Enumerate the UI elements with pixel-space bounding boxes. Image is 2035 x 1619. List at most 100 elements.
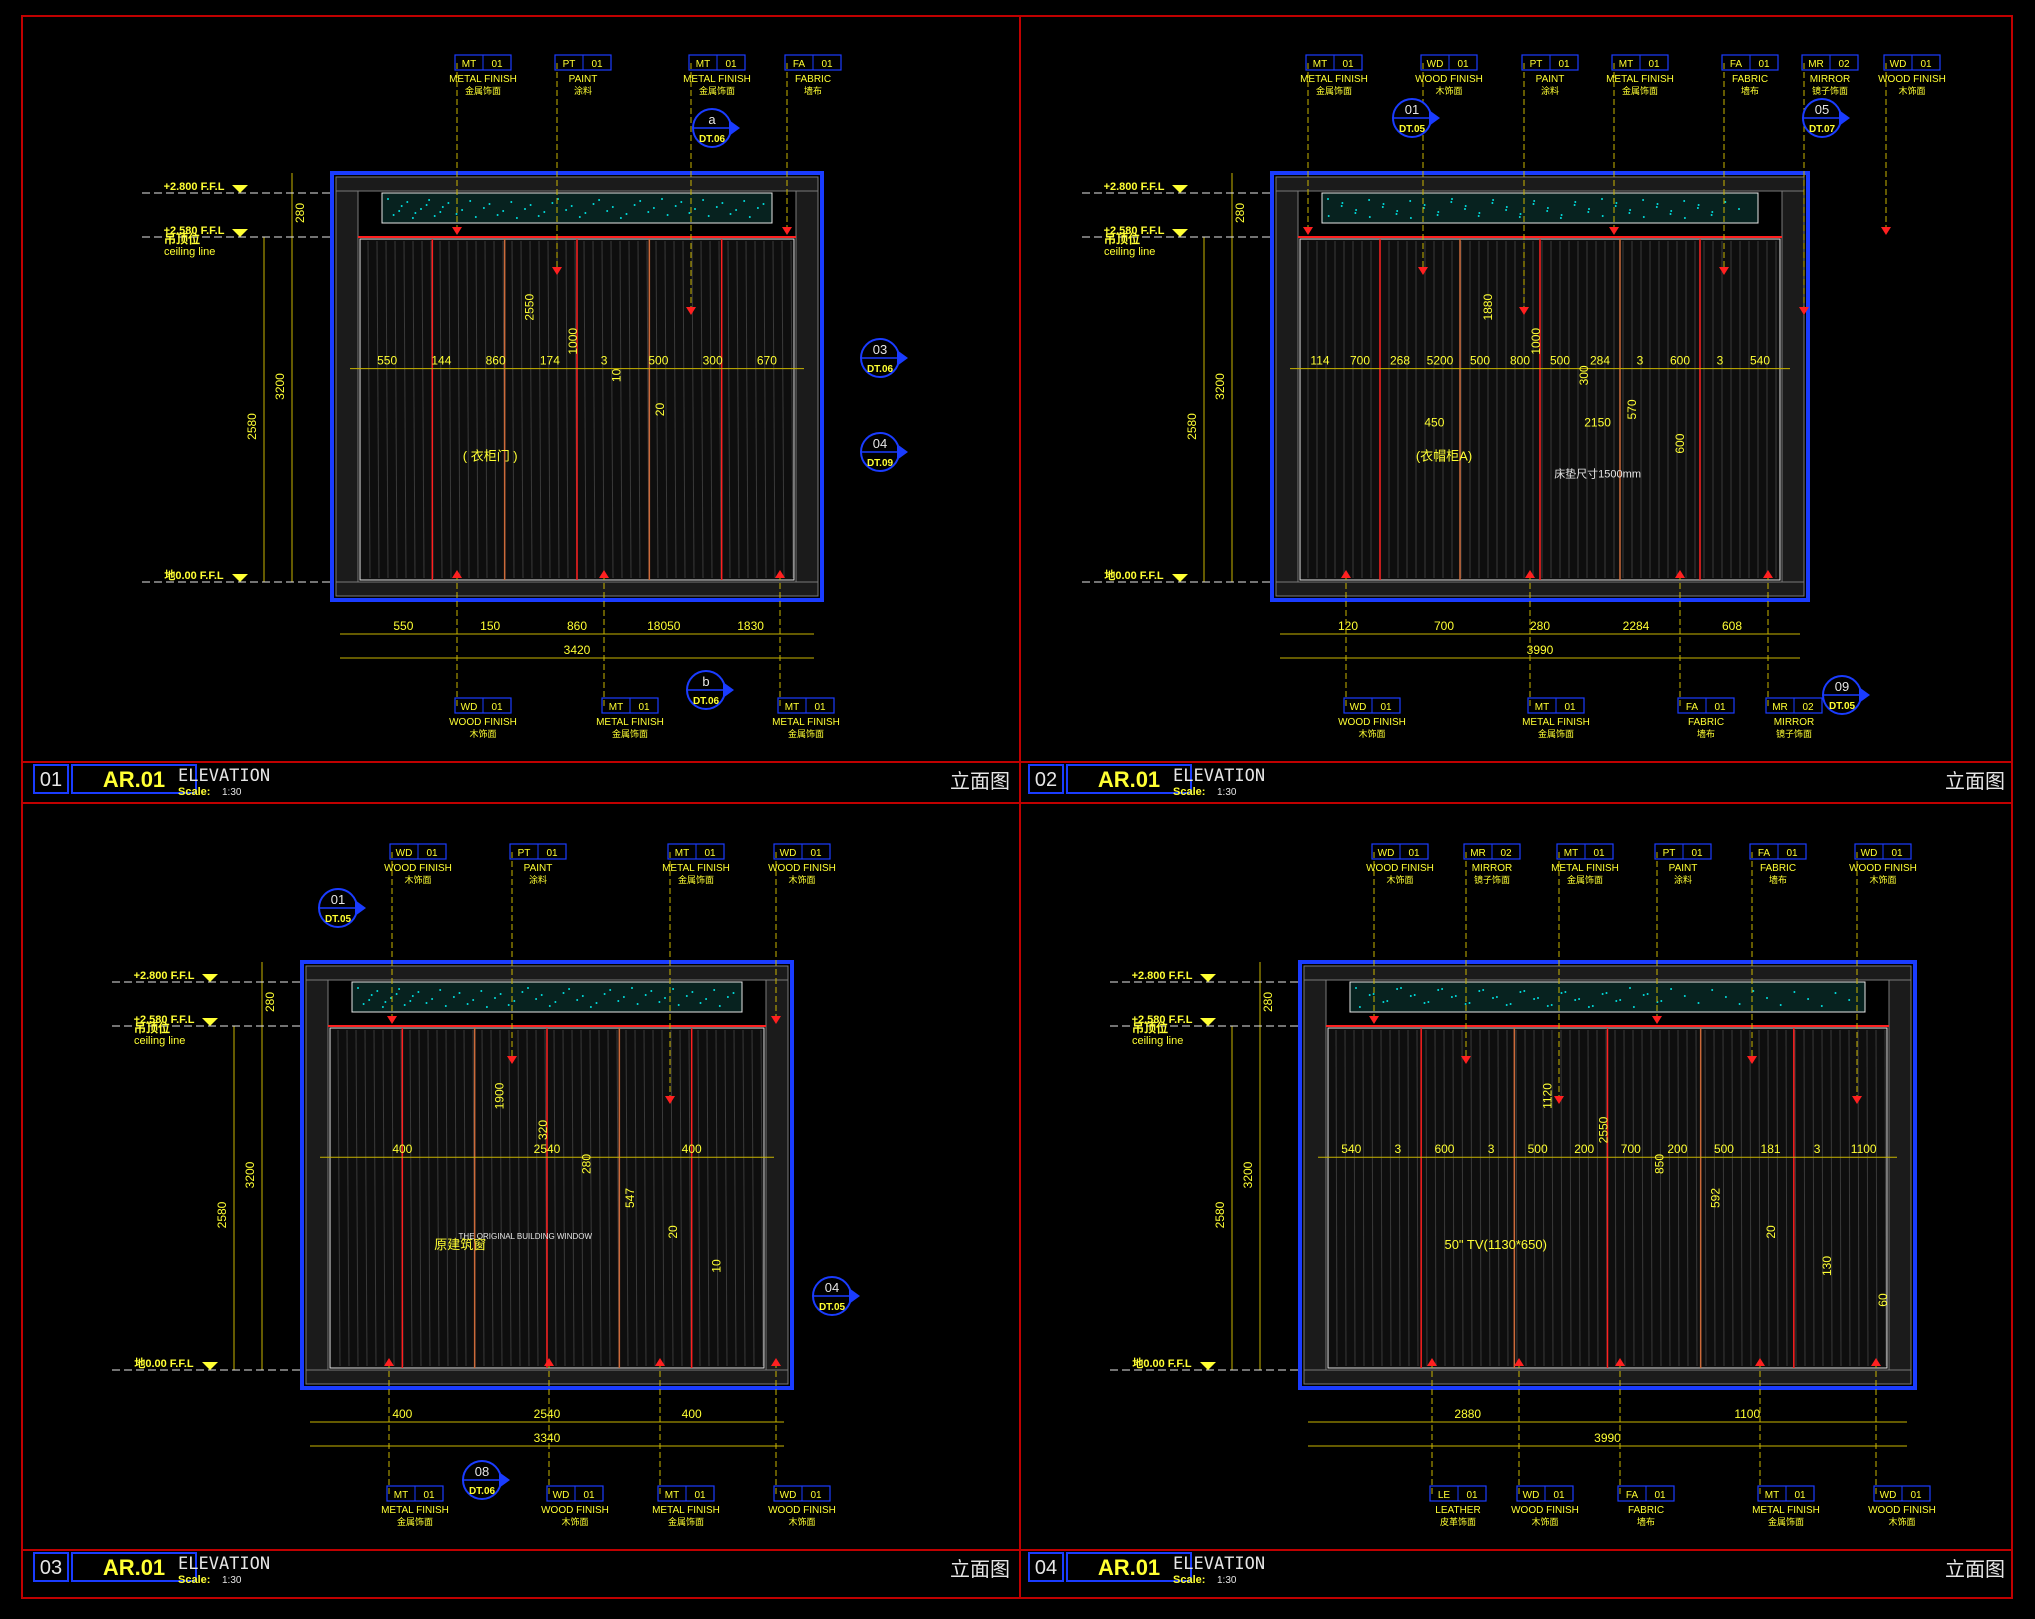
ceiling-speckle	[565, 209, 568, 211]
ceiling-speckle	[1779, 1004, 1782, 1006]
leader-arrow-icon	[771, 1358, 781, 1366]
material-tag-cn: 木饰面	[788, 1516, 815, 1527]
dimension-vertical-value: 280	[1261, 992, 1275, 1012]
dimension-vertical-value: 2580	[245, 413, 259, 440]
floor-slab	[305, 1369, 789, 1385]
ceiling-speckle	[1834, 992, 1837, 994]
material-tag-number: 01	[1758, 59, 1770, 70]
material-tag-code: WD	[1350, 702, 1367, 713]
wood-grain-line	[517, 1029, 521, 1367]
material-tag-code: FA	[793, 59, 806, 70]
wood-grain-line	[652, 1029, 656, 1367]
ceiling-speckle	[1437, 989, 1440, 991]
material-tag-number: 02	[1500, 848, 1512, 859]
ceiling-speckle	[1601, 993, 1604, 995]
material-tag-number: 01	[423, 1490, 435, 1501]
ceiling-speckle	[387, 198, 389, 200]
wood-grain-line	[454, 1029, 458, 1367]
wood-grain-line	[466, 240, 470, 579]
ceiling-speckle	[1396, 988, 1399, 990]
ceiling-speckle	[639, 200, 642, 202]
material-tag-cn: 木饰面	[404, 874, 431, 885]
ceiling-speckle	[633, 204, 636, 206]
wood-grain-line	[1767, 1029, 1770, 1367]
material-tag-cn: 金属饰面	[668, 1516, 704, 1527]
wood-grain-line	[1587, 1029, 1590, 1367]
wood-grain-line	[481, 1029, 485, 1367]
ceiling-speckle	[713, 989, 716, 991]
wood-grain-line	[691, 240, 695, 579]
dimension-inner-value: 300	[1577, 365, 1591, 385]
ceiling-speckle	[431, 998, 434, 1000]
ceiling-speckle	[398, 988, 401, 990]
ceiling-speckle	[1395, 213, 1398, 215]
wood-grain-line	[673, 240, 677, 579]
dimension-mid-value: 114	[1310, 354, 1329, 368]
dimension-inner-value: 280	[579, 1154, 593, 1174]
ceiling-speckle	[611, 206, 614, 208]
dimension-inner-value: 1900	[493, 1082, 507, 1109]
ceiling-speckle	[433, 215, 436, 217]
bed-note: 床垫尺寸1500mm	[1554, 467, 1641, 481]
ceiling-speckle	[444, 1005, 447, 1007]
ceiling-label-cn: 吊顶位	[1132, 1020, 1168, 1035]
leader-arrow-icon	[1871, 1358, 1881, 1366]
ceiling-speckle	[1546, 207, 1549, 209]
level-label: +2.800 F.F.L	[134, 970, 195, 982]
ceiling-speckle	[1820, 1005, 1823, 1007]
ceiling-speckle	[650, 990, 653, 992]
material-tag-cn: 涂料	[1541, 85, 1559, 96]
scale-label: Scale:	[178, 1574, 210, 1586]
wood-grain-line	[355, 1029, 359, 1367]
ceiling-speckle	[1807, 998, 1810, 1000]
leader-arrow-icon	[1852, 1096, 1862, 1104]
wood-grain-line	[1776, 1029, 1779, 1367]
wood-grain-line	[1722, 1029, 1725, 1367]
ceiling-speckle	[1615, 1000, 1618, 1002]
ceiling-speckle	[524, 208, 526, 210]
wood-grain-line	[373, 1029, 377, 1367]
material-tag-en: PAINT	[1536, 74, 1565, 85]
ceiling-speckle	[420, 208, 422, 210]
detail-bubble-number: 01	[1405, 102, 1419, 117]
ceiling-speckle	[644, 994, 647, 996]
dimension-bottom-value: 2540	[534, 1407, 561, 1421]
material-tag-en: FABRIC	[1732, 74, 1768, 85]
ceiling-speckle	[513, 1000, 516, 1002]
material-tag-en: METAL FINISH	[381, 1505, 449, 1516]
material-tag-code: MT	[785, 702, 799, 713]
wood-grain-line	[1542, 1029, 1545, 1367]
ceiling-speckle	[1478, 212, 1481, 214]
dimension-bottom-value: 18050	[647, 619, 681, 633]
ceiling-speckle	[1519, 991, 1522, 993]
material-tag-en: METAL FINISH	[1752, 1505, 1820, 1516]
material-tag-en: PAINT	[524, 863, 553, 874]
scale-value: 1:30	[222, 1575, 242, 1586]
level-label: 地0.00 F.F.L	[1104, 568, 1164, 582]
dimension-mid-value: 3	[601, 354, 608, 368]
level-marker-icon	[202, 1362, 218, 1370]
dimension-mid-value: 2540	[534, 1142, 561, 1156]
wood-grain-line	[1425, 1029, 1428, 1367]
dimension-mid-value: 300	[703, 354, 723, 368]
wood-grain-line	[1578, 1029, 1581, 1367]
ceiling-speckle	[685, 995, 688, 997]
wood-grain-line	[1740, 1029, 1743, 1367]
ceiling-speckle	[1386, 1000, 1389, 1002]
material-tag-cn: 墙布	[1741, 85, 1759, 96]
wood-grain-line	[1515, 1029, 1518, 1367]
detail-pointer-icon	[897, 350, 908, 366]
ceiling-speckle	[455, 213, 458, 215]
dimension-inner-value: 20	[666, 1225, 680, 1239]
ceiling-speckle	[1574, 999, 1577, 1001]
wall-section-right	[1781, 176, 1805, 597]
detail-pointer-icon	[1839, 110, 1850, 126]
sheet-reference: AR.01	[1098, 1555, 1160, 1580]
material-tag-cn: 木饰面	[1888, 1516, 1915, 1527]
material-tag-en: WOOD FINISH	[1868, 1505, 1936, 1516]
dimension-mid-value: 200	[1574, 1142, 1594, 1156]
leader-arrow-icon	[782, 227, 792, 235]
scale-value: 1:30	[1217, 1575, 1237, 1586]
material-tag-en: METAL FINISH	[772, 717, 840, 728]
material-tag-number: 01	[1466, 1490, 1478, 1501]
